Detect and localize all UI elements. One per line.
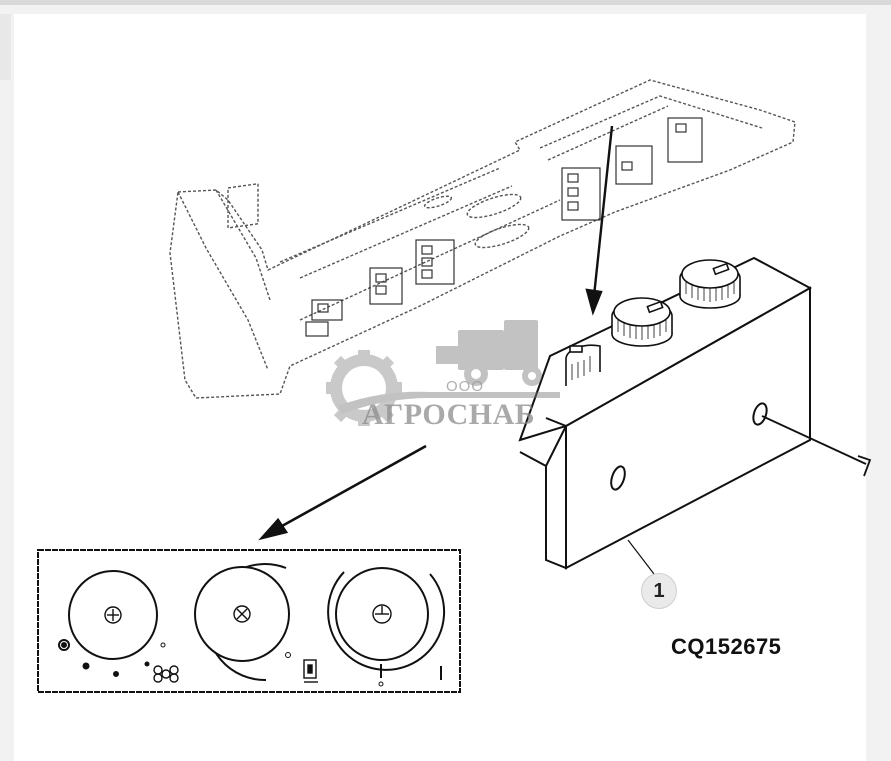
control-block — [518, 256, 813, 570]
panel-indicators — [58, 639, 442, 687]
callout-1-label: 1 — [641, 573, 677, 609]
watermark-prefix: ООО — [446, 378, 485, 395]
arrow-to-panel — [258, 444, 427, 541]
side-strip — [0, 14, 11, 80]
watermark-brand: АГРОСНАБ — [362, 398, 536, 431]
console-outline — [169, 79, 796, 399]
cable — [761, 415, 872, 477]
dial-fan-speed — [68, 570, 158, 660]
dial-temperature — [327, 567, 446, 671]
knob-knurling — [571, 282, 735, 380]
knob-mode — [565, 344, 601, 386]
top-bar — [0, 0, 891, 5]
knob-fan — [611, 297, 673, 347]
fan-icon — [153, 665, 179, 683]
callout-leader — [627, 539, 655, 575]
watermark-emblem — [326, 320, 560, 426]
defrost-icon — [303, 659, 318, 683]
arrow-to-block — [585, 125, 614, 316]
dial-mode — [194, 563, 290, 682]
front-panel — [37, 549, 461, 693]
figure-code: CQ152675 — [671, 634, 782, 659]
console-switches — [305, 117, 703, 337]
